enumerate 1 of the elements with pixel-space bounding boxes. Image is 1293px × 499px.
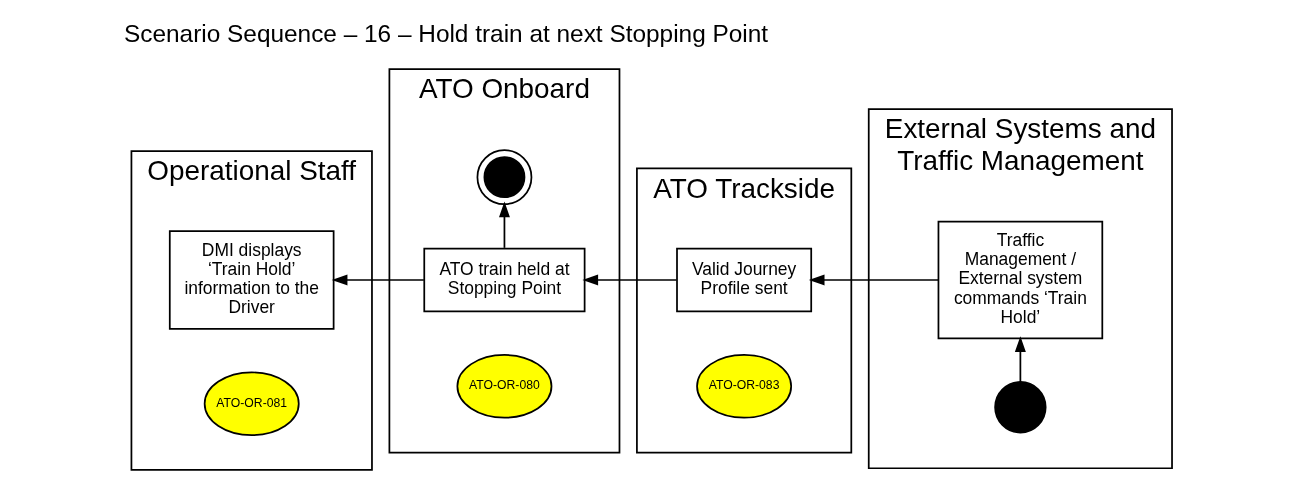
diagram-title: Scenario Sequence – 16 – Hold train at next Stopping Point <box>124 19 769 47</box>
